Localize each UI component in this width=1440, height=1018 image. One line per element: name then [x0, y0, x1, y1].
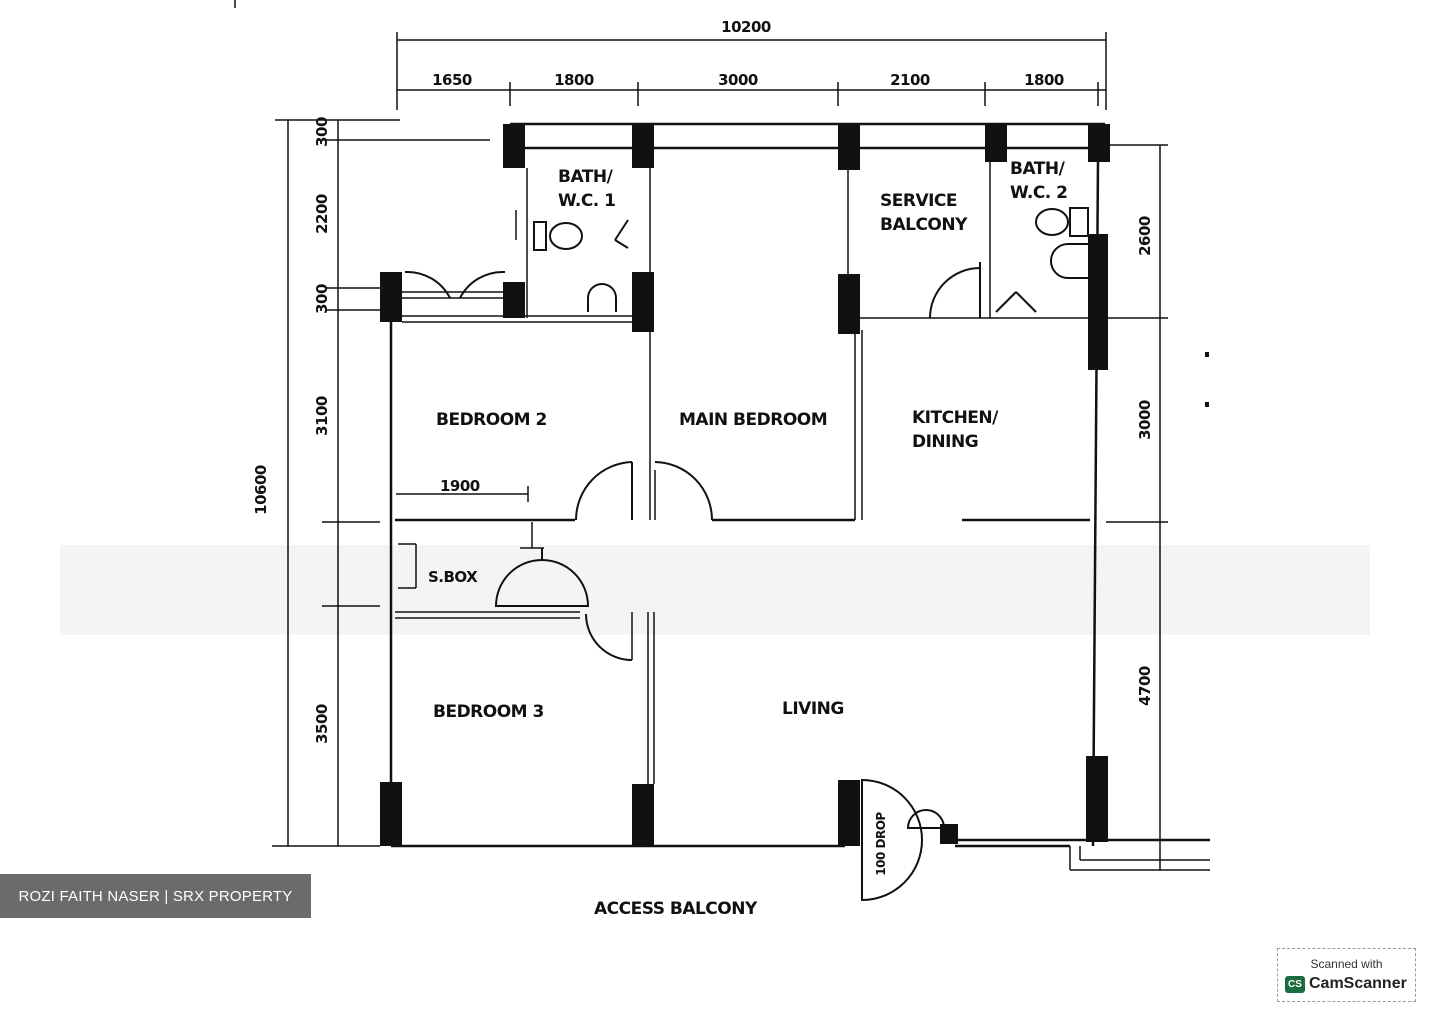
right-dimension-lines: [1106, 144, 1168, 870]
dim-top-1: 1650: [432, 71, 472, 89]
room-label-bath-1-line-2: W.C. 1: [558, 191, 616, 211]
room-label-service-line-2: BALCONY: [880, 215, 968, 235]
room-label-bedroom-3: BEDROOM 3: [433, 702, 544, 722]
dim-left-4: 3100: [313, 396, 331, 436]
dim-left-3: 300: [313, 284, 331, 314]
room-label-kitchen-line-1: KITCHEN/: [912, 408, 999, 428]
dim-right-3: 4700: [1136, 666, 1154, 706]
room-label-main-bedroom: MAIN BEDROOM: [679, 410, 827, 430]
room-label-bath-1-line-1: BATH/: [558, 167, 614, 187]
room-label-store: S.BOX: [428, 568, 478, 586]
outer-walls: [380, 122, 1210, 871]
scan-dot: [1205, 352, 1209, 357]
door-swings: [404, 219, 1037, 902]
dim-total-width: 10200: [721, 18, 771, 36]
room-label-bath-2-line-1: BATH/: [1010, 159, 1066, 179]
dim-top-3: 3000: [718, 71, 758, 89]
label-drop: 100 DROP: [874, 812, 888, 876]
dim-top-5: 1800: [1024, 71, 1064, 89]
scan-dot: [1205, 402, 1209, 407]
room-label-living: LIVING: [782, 699, 844, 719]
label-access-balcony: ACCESS BALCONY: [594, 899, 758, 919]
room-label-service-line-1: SERVICE: [880, 191, 957, 211]
room-label-kitchen-line-2: DINING: [912, 432, 978, 452]
scanned-with-label: Scanned with: [1310, 957, 1383, 971]
left-dimension-lines: [272, 119, 490, 847]
interior-walls: [395, 140, 1090, 784]
dim-top-4: 2100: [890, 71, 930, 89]
room-label-bath-2-line-2: W.C. 2: [1010, 183, 1068, 203]
camscanner-badge: Scanned with CS CamScanner: [1277, 948, 1416, 1002]
camscanner-logo-icon: CS: [1285, 976, 1305, 993]
dim-bedroom-2-inner: 1900: [440, 477, 480, 495]
agent-watermark: ROZI FAITH NASER | SRX PROPERTY: [0, 874, 311, 918]
dim-left-1: 300: [313, 117, 331, 147]
dim-right-1: 2600: [1136, 216, 1154, 256]
top-dimension-lines: [396, 32, 1107, 110]
dim-top-2: 1800: [554, 71, 594, 89]
drop-fixture-icon: [906, 809, 946, 829]
room-label-bedroom-2: BEDROOM 2: [436, 410, 547, 430]
bath-fixtures: [533, 207, 1089, 829]
scan-blur-band: [60, 545, 1370, 635]
dim-left-total: 10600: [252, 465, 270, 515]
dim-left-5: 3500: [313, 704, 331, 744]
dim-right-2: 3000: [1136, 400, 1154, 440]
camscanner-brand: CamScanner: [1309, 975, 1407, 992]
dim-left-2: 2200: [313, 194, 331, 234]
